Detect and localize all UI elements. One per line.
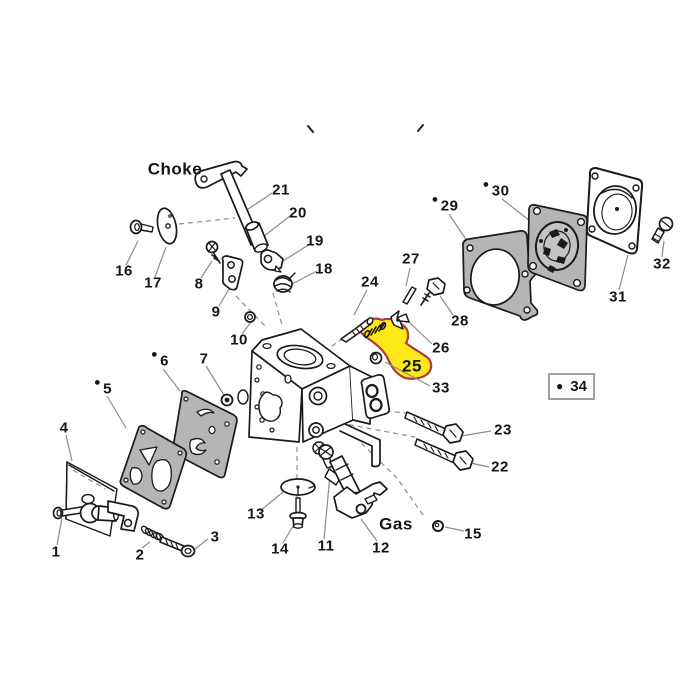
part-15-clip-ring xyxy=(432,520,444,532)
choke-label: Choke xyxy=(147,159,203,179)
part-32-screw xyxy=(651,216,674,244)
part-label-18: 18 xyxy=(315,260,333,278)
part-14-screw xyxy=(289,497,307,529)
part-26-clip xyxy=(390,310,410,330)
part-20-bushing xyxy=(244,221,269,253)
kit-marker-dot: ● xyxy=(482,178,490,191)
part-24-needle xyxy=(340,317,374,343)
part-label-22: 22 xyxy=(491,458,509,476)
part-5-gasket xyxy=(119,424,188,510)
part-1-pump-assembly xyxy=(52,493,139,532)
part-label-15: 15 xyxy=(464,525,482,543)
part-22-screw xyxy=(414,438,474,471)
part-label-1: 1 xyxy=(51,543,61,561)
part-label-24: 24 xyxy=(361,273,379,291)
part-10-nut xyxy=(244,311,256,323)
part-label-29: ●29 xyxy=(431,193,459,215)
part-label-7: 7 xyxy=(199,350,209,368)
kit-marker-dot: ● xyxy=(431,193,439,206)
part-27-pin xyxy=(402,286,417,305)
part-label-32: 32 xyxy=(653,255,671,273)
part-17-choke-plate xyxy=(156,207,178,245)
part-12-gas-lever xyxy=(333,481,388,519)
gas-label: Gas xyxy=(379,514,413,534)
part-label-23: 23 xyxy=(494,421,512,439)
part-label-14: 14 xyxy=(271,540,289,558)
part-label-3: 3 xyxy=(210,528,220,546)
stray-marks xyxy=(307,124,424,133)
carburetor-body xyxy=(237,328,391,486)
part-9-bracket xyxy=(221,255,244,291)
part-23-screw xyxy=(404,411,464,444)
legend-part-number: 34 xyxy=(570,378,587,395)
part-label-19: 19 xyxy=(306,232,324,250)
part-label-28: 28 xyxy=(451,312,469,330)
part-label-2: 2 xyxy=(135,546,145,564)
part-label-17: 17 xyxy=(144,274,162,292)
part-label-6: ●6 xyxy=(151,348,169,370)
part-label-20: 20 xyxy=(289,204,307,222)
part-30-diaphragm xyxy=(527,204,588,292)
part-label-30: ●30 xyxy=(482,178,510,200)
part-label-16: 16 xyxy=(115,262,133,280)
kit-marker-dot: ● xyxy=(94,376,102,389)
legend-box-34: ● 34 xyxy=(548,373,595,400)
kit-marker-dot: ● xyxy=(556,379,564,393)
part-label-33: 33 xyxy=(432,379,450,397)
part-label-13: 13 xyxy=(247,505,265,523)
part-18-detent-spring xyxy=(273,272,296,293)
part-3-screw xyxy=(159,536,196,558)
part-16-screw xyxy=(129,219,154,235)
part-label-11: 11 xyxy=(317,537,335,555)
part-label-26: 26 xyxy=(432,339,450,357)
part-8-screw xyxy=(205,240,221,264)
part-label-25-highlighted[interactable]: 25 xyxy=(402,356,422,376)
part-13-washer xyxy=(280,478,316,496)
part-label-21: 21 xyxy=(272,181,290,199)
part-7-grommet xyxy=(220,393,234,407)
kit-marker-dot: ● xyxy=(151,348,159,361)
part-label-8: 8 xyxy=(194,275,204,293)
part-25-spring-highlighted[interactable] xyxy=(363,321,387,339)
part-label-10: 10 xyxy=(230,331,248,349)
part-label-12: 12 xyxy=(372,539,390,557)
part-19-detent-lever xyxy=(260,249,284,273)
part-31-cover-plate xyxy=(585,167,644,255)
part-33-ball xyxy=(369,351,383,365)
part-label-4: 4 xyxy=(59,419,69,437)
part-28-screw xyxy=(420,277,446,306)
part-29-gasket xyxy=(462,230,539,321)
part-label-9: 9 xyxy=(211,303,221,321)
part-label-31: 31 xyxy=(609,288,627,306)
part-label-5: ●5 xyxy=(94,376,112,398)
part-label-27: 27 xyxy=(402,250,420,268)
